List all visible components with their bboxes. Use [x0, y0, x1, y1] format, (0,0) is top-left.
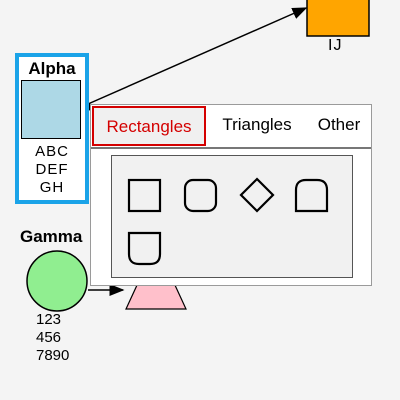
gamma-node[interactable] [26, 250, 88, 312]
alpha-line: ABC [35, 143, 69, 160]
alpha-image-placeholder [21, 80, 81, 139]
alpha-node[interactable]: Alpha ABC DEF GH [15, 53, 89, 204]
shape-picker-tab-bar: Rectangles Triangles Other [91, 105, 371, 149]
gamma-text: 123 456 7890 [36, 311, 69, 365]
tab-other[interactable]: Other [317, 115, 361, 134]
shape-gallery [111, 155, 353, 278]
square-shape-option[interactable] [127, 178, 163, 214]
trapezoid-node[interactable] [125, 282, 187, 310]
tab-rectangles[interactable]: Rectangles [92, 106, 206, 146]
rounded-bottom-rectangle-shape-option[interactable] [127, 231, 163, 267]
diamond-shape-option[interactable] [237, 176, 277, 216]
rounded-top-rectangle-shape-option[interactable] [294, 178, 330, 214]
rounded-square-shape-option[interactable] [183, 178, 219, 214]
gamma-label: Gamma [20, 227, 83, 246]
alpha-text: ABC DEF GH [19, 143, 85, 197]
alpha-line: DEF [35, 161, 69, 178]
alpha-line: GH [39, 179, 65, 196]
gamma-line: 123 [36, 311, 62, 328]
connector-alpha-to-ij[interactable] [87, 7, 308, 105]
gamma-line: 456 [36, 329, 62, 346]
gamma-line: 7890 [36, 347, 70, 364]
shape-picker-popup: Rectangles Triangles Other [90, 104, 372, 286]
ij-node[interactable] [306, 0, 370, 37]
alpha-title: Alpha [28, 59, 76, 78]
ij-label: IJ [328, 37, 343, 54]
tab-triangles[interactable]: Triangles [222, 115, 292, 134]
